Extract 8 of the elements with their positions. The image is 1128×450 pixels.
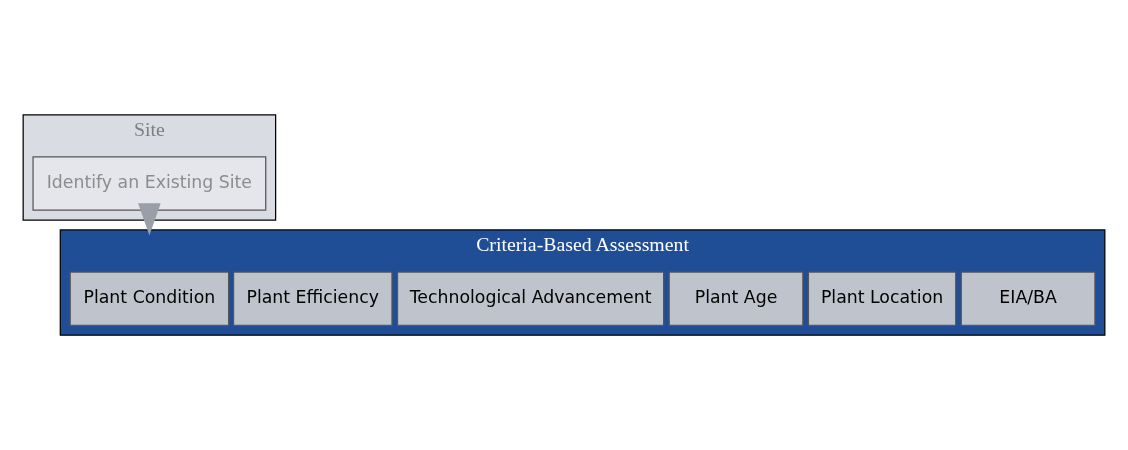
node-box: EIA/BA bbox=[960, 271, 1096, 326]
node-box: Identify an Existing Site bbox=[32, 156, 267, 211]
arrow bbox=[138, 203, 161, 236]
node-box: Plant Age bbox=[668, 271, 804, 326]
node-box: Technological Advancement bbox=[396, 271, 665, 326]
node-box: Plant Location bbox=[807, 271, 957, 326]
node-box: Plant Efficiency bbox=[232, 271, 393, 326]
node-box: Plant Condition bbox=[69, 271, 230, 326]
